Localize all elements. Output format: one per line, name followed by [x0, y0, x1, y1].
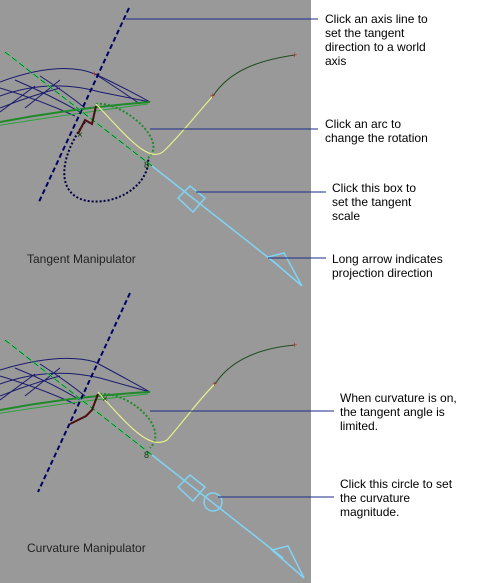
- leader-lines: [126, 18, 334, 498]
- projection-arrow-head-2[interactable]: [270, 545, 305, 579]
- hinge-marker: [77, 105, 97, 135]
- curve-yellow-2: [97, 383, 216, 443]
- rotation-arc-green[interactable]: [95, 102, 155, 159]
- svg-text:×: ×: [77, 130, 83, 141]
- projection-arrow-head[interactable]: [266, 252, 303, 287]
- svg-text:+: +: [292, 340, 297, 350]
- callout-axis-line: Click an axis line to set the tangent di…: [325, 12, 428, 68]
- curve-dark: [212, 54, 296, 97]
- rotation-arc-green-2[interactable]: [99, 392, 157, 449]
- svg-text:+: +: [92, 69, 97, 79]
- curvature-magnitude-circle[interactable]: [203, 492, 223, 512]
- surface-boundary-2: [0, 391, 151, 411]
- surface-mesh: [0, 68, 151, 117]
- svg-text:8: 8: [144, 450, 149, 460]
- curvature-panel: + + × 8 Curvature Manipulator: [0, 286, 311, 583]
- hinge-marker-2: [69, 393, 99, 425]
- callout-arc: Click an arc to change the rotation: [325, 117, 428, 145]
- curve-yellow: [95, 95, 214, 155]
- tangent-panel-label: Tangent Manipulator: [27, 252, 136, 266]
- callout-box: Click this box to set the tangent scale: [332, 181, 417, 223]
- svg-text:8: 8: [144, 160, 149, 170]
- world-axis-line[interactable]: [37, 7, 130, 205]
- projection-arrow-shaft-2[interactable]: [151, 454, 284, 559]
- tangent-viewport: [0, 0, 311, 286]
- tangent-panel: + + + × 8 Tangent Manipulator: [0, 0, 311, 287]
- tangent-scale-box[interactable]: [176, 184, 207, 214]
- world-axis-line-2[interactable]: [37, 292, 131, 493]
- svg-text:+: +: [210, 91, 215, 101]
- svg-text:×: ×: [102, 394, 108, 405]
- callout-curvature-on: When curvature is on, the tangent angle …: [340, 391, 457, 433]
- svg-text:+: +: [212, 379, 217, 389]
- callout-circle: Click this circle to set the curvature m…: [340, 477, 453, 519]
- tangent-scale-box-2[interactable]: [176, 473, 207, 503]
- surface-boundary: [0, 101, 151, 123]
- svg-text:+: +: [292, 50, 297, 60]
- callout-long-arrow: Long arrow indicates projection directio…: [332, 252, 443, 280]
- curvature-panel-label: Curvature Manipulator: [27, 541, 146, 555]
- curve-dark-2: [214, 344, 296, 385]
- projection-arrow-shaft[interactable]: [151, 165, 280, 267]
- surface-mesh-2: [0, 357, 151, 405]
